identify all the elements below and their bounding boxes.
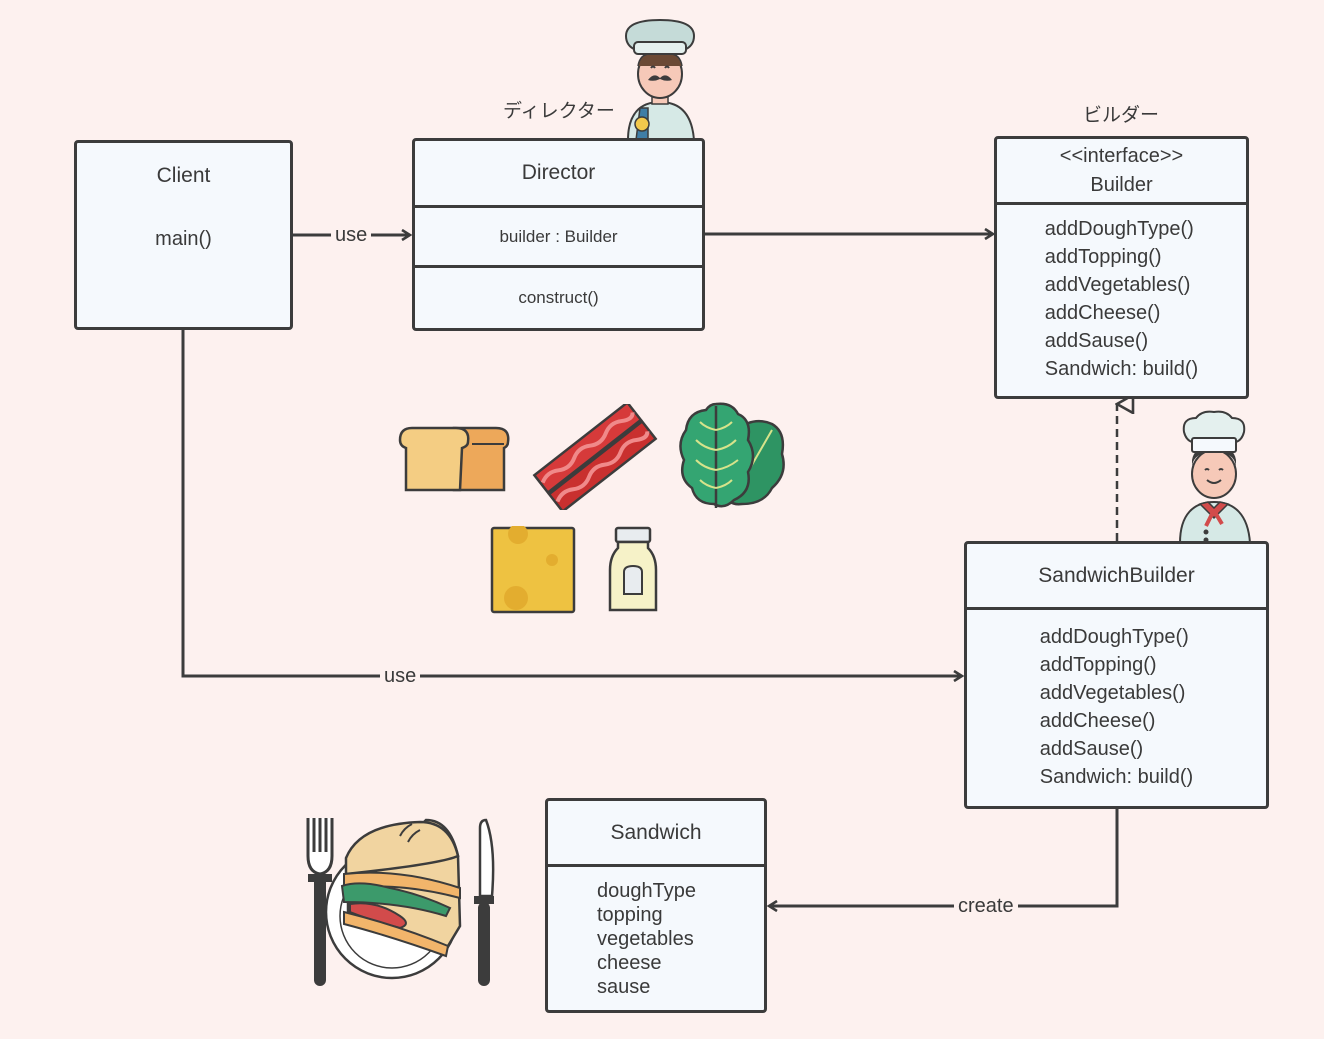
director-class[interactable]: Director builder : Builder construct() — [412, 138, 705, 331]
sandwichbuilder-method: addDoughType() — [1039, 625, 1189, 648]
client-method: main() — [155, 227, 212, 250]
sauce-bottle-icon — [608, 526, 658, 612]
director-jp-label: ディレクター — [503, 100, 615, 122]
sandwich-attribute: doughType — [597, 879, 696, 902]
sandwich-class-title: Sandwich — [610, 820, 702, 844]
use-label-director: use — [331, 224, 372, 246]
sandwichbuilder-method: addVegetables() — [1039, 681, 1186, 704]
sandwichbuilder-method-list: addDoughType() addTopping() addVegetable… — [1040, 623, 1193, 791]
sandwich-plate-icon — [306, 818, 495, 986]
director-chef-icon — [624, 18, 696, 140]
sandwich-attribute: cheese — [597, 951, 662, 974]
use-label-sandwichbuilder: use — [380, 665, 421, 687]
bacon-icon — [532, 404, 658, 510]
builder-method: addSause() — [1044, 330, 1149, 352]
builder-interface[interactable]: <<interface>> Builder addDoughType() add… — [994, 136, 1249, 399]
sandwich-class[interactable]: Sandwich doughType topping vegetables ch… — [545, 798, 767, 1013]
sandwichbuilder-method: addCheese() — [1039, 709, 1156, 732]
builder-method: addTopping() — [1044, 246, 1162, 268]
sandwich-attribute: sause — [597, 975, 651, 998]
builder-method-list: addDoughType() addTopping() addVegetable… — [1045, 215, 1198, 383]
sandwich-attribute-list: doughType topping vegetables cheese saus… — [597, 879, 696, 999]
create-label: create — [954, 895, 1018, 917]
director-class-title: Director — [521, 161, 596, 184]
client-class-title: Client — [156, 164, 211, 187]
sandwich-attribute: vegetables — [597, 927, 694, 950]
sandwichbuilder-method: Sandwich: build() — [1039, 765, 1194, 788]
sandwichbuilder-to-sandwich-line — [769, 809, 1119, 906]
client-class[interactable]: Client main() — [74, 140, 293, 330]
builder-method: addVegetables() — [1044, 274, 1191, 296]
lettuce-icon — [679, 402, 785, 508]
builder-jp-label: ビルダー — [1083, 104, 1160, 126]
director-attribute: builder : Builder — [415, 205, 702, 265]
sandwichbuilder-method: addSause() — [1039, 737, 1144, 760]
client-to-sandwichbuilder-line — [181, 330, 962, 676]
cheese-icon — [490, 526, 576, 614]
bread-icon — [398, 426, 510, 492]
sandwichbuilder-class-title: SandwichBuilder — [1038, 563, 1195, 587]
sandwich-attribute: topping — [597, 903, 663, 926]
builder-interface-title: Builder — [1090, 173, 1153, 196]
builder-chef-icon — [1178, 410, 1252, 543]
director-method: construct() — [415, 265, 702, 328]
builder-stereotype: <<interface>> — [1059, 144, 1184, 167]
builder-method: addCheese() — [1044, 302, 1161, 324]
sandwichbuilder-class[interactable]: SandwichBuilder addDoughType() addToppin… — [964, 541, 1269, 809]
sandwichbuilder-method: addTopping() — [1039, 653, 1157, 676]
builder-method: Sandwich: build() — [1044, 358, 1199, 380]
builder-method: addDoughType() — [1044, 218, 1194, 240]
